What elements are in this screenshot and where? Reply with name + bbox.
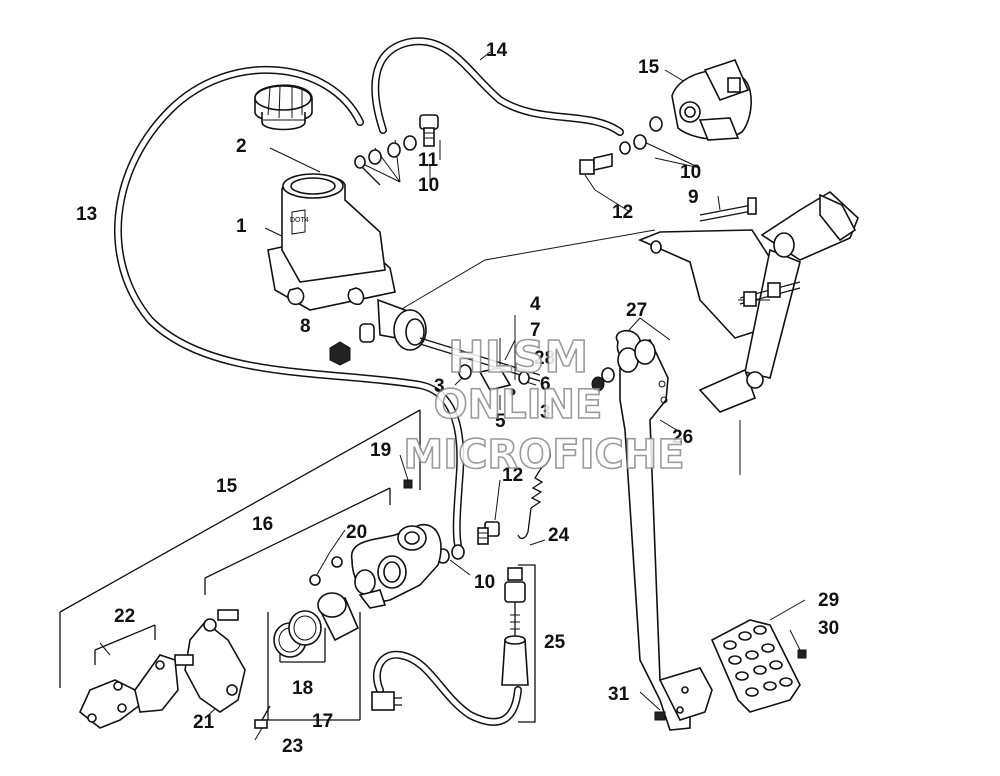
pedal-pad — [710, 619, 801, 713]
callout-10b: 10 — [680, 162, 701, 183]
piston-17 — [317, 592, 360, 642]
group-bracket-22 — [94, 624, 156, 665]
banjo-bolt-12-lower — [477, 521, 500, 545]
pivot-bolt-9 — [699, 197, 757, 222]
callout-10c: 10 — [474, 572, 495, 593]
callout-3a: 3 — [434, 376, 445, 397]
callout-6: 6 — [540, 374, 551, 395]
return-spring — [517, 449, 552, 540]
callout-13: 13 — [76, 204, 97, 225]
callout-8: 8 — [300, 316, 311, 337]
callout-15b: 15 — [216, 476, 238, 497]
callout-22: 22 — [114, 606, 135, 627]
callout-17: 17 — [312, 711, 333, 732]
hose-13 — [113, 65, 465, 549]
callout-29: 29 — [818, 590, 839, 611]
o-rings-18 — [273, 610, 322, 658]
callout-16: 16 — [252, 514, 273, 535]
caliper-top — [619, 59, 752, 155]
callout-10a: 10 — [418, 175, 439, 196]
adjuster-rod — [739, 281, 801, 307]
callouts: 1 2 3 3 4 5 6 7 8 9 10 10 10 11 12 12 13… — [76, 40, 839, 757]
seals-20 — [309, 556, 343, 586]
callout-12b: 12 — [502, 465, 523, 486]
brake-pads-22 — [79, 654, 179, 729]
brake-pedal — [591, 330, 713, 731]
bolt-8 — [329, 323, 375, 366]
washers-10-top — [354, 135, 417, 169]
screw-31 — [654, 711, 666, 721]
group-bracket-25 — [518, 564, 536, 723]
group-bracket-15-lower — [59, 409, 421, 688]
callout-19: 19 — [370, 440, 391, 461]
callout-31: 31 — [608, 684, 630, 705]
bolt-23 — [254, 705, 271, 729]
callout-1: 1 — [236, 216, 247, 237]
reservoir-cap — [254, 84, 313, 131]
callout-18: 18 — [292, 678, 313, 699]
connector — [371, 691, 402, 711]
switch-wire — [372, 650, 522, 726]
callout-23: 23 — [282, 736, 303, 757]
callout-12a: 12 — [612, 202, 633, 223]
callout-3b: 3 — [540, 402, 551, 423]
bleeder-12-top — [579, 153, 613, 175]
watermark-line-2: ONLINE — [434, 382, 603, 428]
brake-switch — [501, 567, 529, 686]
screw-19 — [403, 479, 413, 489]
watermark-line-1: HLSM — [448, 332, 588, 383]
pedal-bracket — [637, 191, 859, 413]
group-bracket-16 — [204, 487, 391, 595]
group-bracket-17 — [267, 612, 361, 721]
master-cylinder: DOT4 — [267, 173, 541, 382]
callout-28: 28 — [534, 348, 555, 369]
callout-20: 20 — [346, 522, 367, 543]
callout-11: 11 — [418, 150, 439, 171]
callout-9: 9 — [688, 187, 699, 208]
callout-30: 30 — [818, 618, 839, 639]
callout-14: 14 — [486, 40, 508, 61]
callout-21: 21 — [193, 712, 215, 733]
callout-15a: 15 — [638, 57, 660, 78]
callout-25: 25 — [544, 632, 566, 653]
callout-2: 2 — [236, 136, 247, 157]
caliper-bracket-21 — [174, 609, 246, 713]
hose-14 — [371, 37, 624, 136]
callout-24: 24 — [548, 525, 570, 546]
callout-7: 7 — [530, 320, 541, 341]
callout-26: 26 — [672, 427, 693, 448]
watermark: HLSM ONLINE MICROFICHE — [403, 331, 686, 479]
caliper-body-lower — [350, 524, 442, 609]
watermark-line-3: MICROFICHE — [403, 432, 684, 478]
callout-4: 4 — [530, 294, 541, 315]
screw-30 — [797, 649, 807, 659]
callout-27: 27 — [626, 300, 647, 321]
svg-text:DOT4: DOT4 — [290, 217, 309, 224]
clevis-assembly — [458, 338, 530, 396]
banjo-bolt-11 — [419, 114, 439, 147]
callout-5: 5 — [495, 411, 506, 432]
